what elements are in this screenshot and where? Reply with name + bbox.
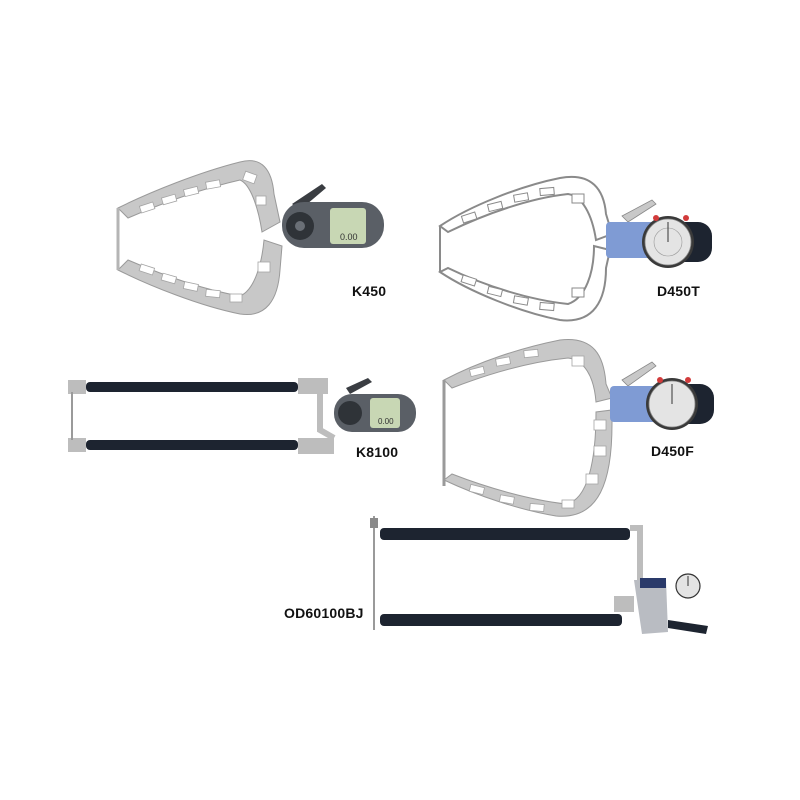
model-label-k450: K450 <box>352 283 387 299</box>
model-label-od60100bj: OD60100BJ <box>284 605 364 621</box>
analog-dial-icon <box>610 386 658 422</box>
bar-upper <box>380 528 630 540</box>
model-label-d450f: D450F <box>651 443 695 459</box>
model-label-d450t: D450T <box>657 283 701 299</box>
bar-lower <box>380 614 622 626</box>
bar-upper <box>86 382 298 392</box>
k8100-reading: 0.00 <box>378 417 394 426</box>
model-label-k8100: K8100 <box>356 444 399 460</box>
bar-lower <box>86 440 298 450</box>
lever-icon <box>668 620 708 634</box>
k450-reading: 0.00 <box>340 232 358 242</box>
